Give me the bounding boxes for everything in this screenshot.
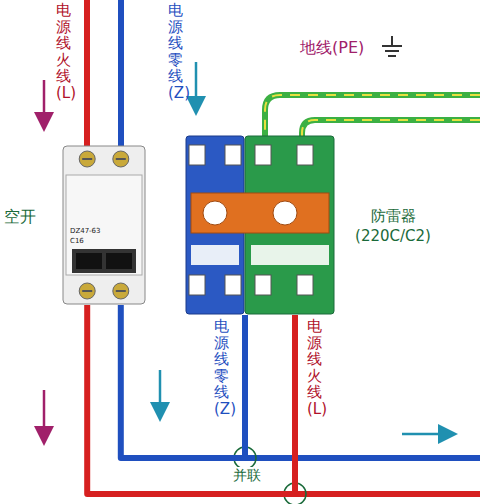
ground-symbol xyxy=(382,36,402,56)
neutral-wire xyxy=(245,455,480,461)
wire-label: 地线(PE) xyxy=(300,38,364,59)
neutral-wire xyxy=(118,0,124,152)
breaker-body xyxy=(62,145,146,305)
flow-arrow xyxy=(195,62,198,106)
surge-protector: 防雷器 (220C/C2) xyxy=(185,135,335,315)
model-text: DZ47-63 xyxy=(70,227,101,236)
flow-arrow xyxy=(402,433,448,436)
pe-wire-stripe xyxy=(265,95,480,142)
live-wire xyxy=(295,491,480,497)
circuit-breaker: 空开DZ47-63C16 xyxy=(62,145,146,305)
flow-arrow xyxy=(43,390,46,436)
live-wire xyxy=(84,0,90,152)
model-text: C16 xyxy=(70,237,84,246)
wire-label: 电源线零线(Z) xyxy=(168,2,183,101)
live-wire xyxy=(87,305,295,494)
device-label: 空开 xyxy=(4,207,36,228)
wire-label: 电源线火线(L) xyxy=(56,2,71,101)
wire-label: 电源线火线(L) xyxy=(307,318,322,417)
wire-label: 电源线零线(Z) xyxy=(214,318,229,417)
spd-body xyxy=(185,135,335,315)
flow-arrow xyxy=(43,80,46,122)
flow-arrow xyxy=(159,370,162,412)
pe-wire xyxy=(265,95,480,142)
connection-note: 并联 xyxy=(231,467,263,485)
neutral-wire xyxy=(121,305,245,458)
device-label: 防雷器 (220C/C2) xyxy=(343,207,443,246)
